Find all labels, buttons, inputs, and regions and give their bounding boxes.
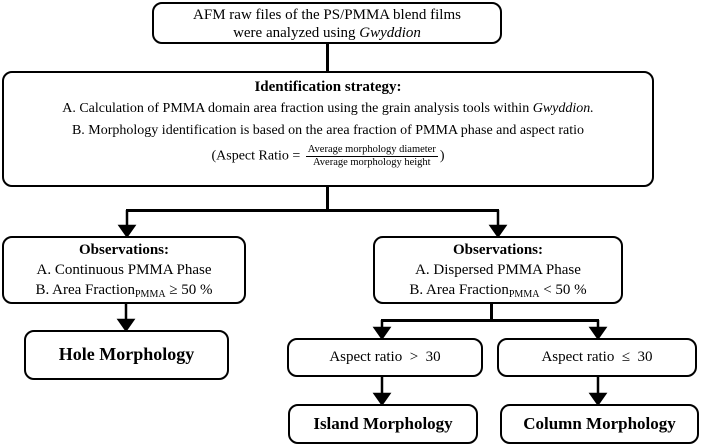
gwyddion-label: Gwyddion <box>359 25 421 41</box>
strategy-title: Identification strategy: <box>254 79 402 95</box>
input-files-line1: AFM raw files of the PS/PMMA blend films <box>193 7 461 23</box>
aspect-ratio-gt-box: Aspect ratio > 30 <box>287 338 483 377</box>
aspect-ratio-formula: (Aspect Ratio = Average morphology diame… <box>4 144 652 169</box>
connector-top-to-strategy <box>326 43 329 71</box>
aspect-ratio-le-label: Aspect ratio ≤ 30 <box>541 349 653 365</box>
observations-left-box: Observations: A. Continuous PMMA Phase B… <box>2 236 246 304</box>
aspect-ratio-numerator: Average morphology diameter <box>305 144 438 157</box>
aspect-ratio-le-box: Aspect ratio ≤ 30 <box>497 338 697 377</box>
observations-left-a: A. Continuous PMMA Phase <box>36 262 212 278</box>
strategy-item-a: A. Calculation of PMMA domain area fract… <box>62 101 533 116</box>
arrowhead-ar-gt <box>372 326 392 341</box>
observations-right-b: B. Area Fraction <box>409 282 509 298</box>
observations-left-b-value: ≥ 50 % <box>165 282 213 298</box>
arrowhead-left-obs <box>117 224 137 239</box>
aspect-ratio-denominator: Average morphology height <box>312 157 431 168</box>
observations-left-b: B. Area Fraction <box>35 282 135 298</box>
observations-left-b-sub: PMMA <box>135 289 166 300</box>
connector-strategy-down <box>326 186 329 211</box>
island-morphology-box: Island Morphology <box>288 404 478 444</box>
aspect-ratio-gt-label: Aspect ratio > 30 <box>329 349 441 365</box>
observations-right-title: Observations: <box>453 242 543 258</box>
connector-ar-branch <box>381 319 599 322</box>
connector-horizontal-branch <box>126 209 499 212</box>
observations-right-b-value: < 50 % <box>539 282 587 298</box>
input-files-box: AFM raw files of the PS/PMMA blend films… <box>152 2 502 44</box>
hole-morphology-box: Hole Morphology <box>24 330 229 380</box>
input-files-line2: were analyzed using <box>233 25 360 41</box>
arrowhead-column <box>588 392 608 407</box>
arrowhead-hole <box>116 318 136 333</box>
identification-strategy-box: Identification strategy: A. Calculation … <box>2 71 654 187</box>
connector-right-obs-down <box>490 303 493 321</box>
observations-right-box: Observations: A. Dispersed PMMA Phase B.… <box>373 236 623 304</box>
arrowhead-ar-le <box>588 326 608 341</box>
aspect-ratio-open: (Aspect Ratio = <box>211 148 304 164</box>
hole-morphology-label: Hole Morphology <box>58 344 195 364</box>
strategy-item-a-software: Gwyddion. <box>532 101 594 116</box>
aspect-ratio-close: ) <box>439 148 445 164</box>
arrowhead-right-obs <box>488 224 508 239</box>
observations-right-a: A. Dispersed PMMA Phase <box>415 262 581 278</box>
observations-left-title: Observations: <box>79 242 169 258</box>
island-morphology-label: Island Morphology <box>313 414 453 433</box>
arrowhead-island <box>372 392 392 407</box>
strategy-item-b: B. Morphology identification is based on… <box>71 123 585 138</box>
column-morphology-label: Column Morphology <box>523 414 676 433</box>
observations-right-b-sub: PMMA <box>508 289 540 300</box>
column-morphology-box: Column Morphology <box>500 404 699 444</box>
